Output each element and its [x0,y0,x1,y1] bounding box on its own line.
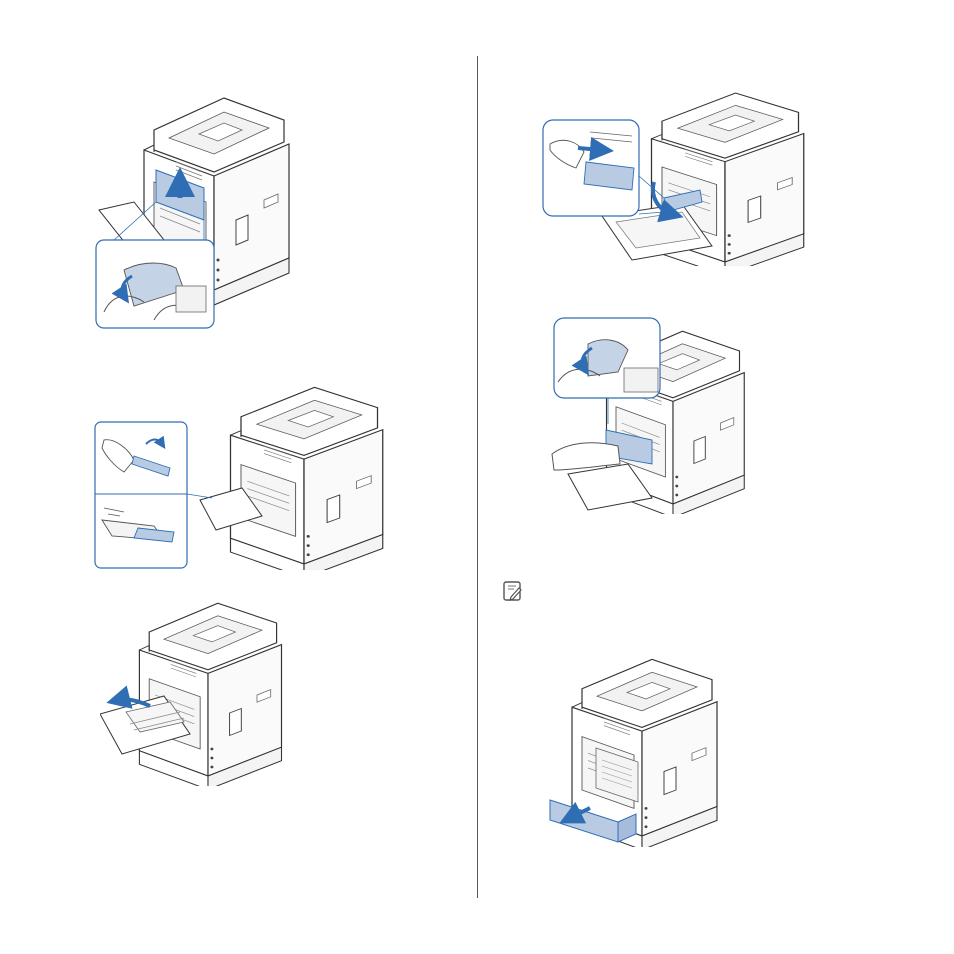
figure-rear-jam-lift [94,90,299,330]
figure-rear-lever [94,380,384,570]
note-pencil-icon [502,580,524,602]
figure-duplex-unit-remove [540,652,720,847]
figure-pull-paper [548,314,748,514]
printer-rear-jam-lift-illustration [94,90,299,330]
printer-rear-duplex-open-illustration [100,596,290,786]
figure-rear-duplex-open [100,596,290,786]
printer-fuser-cover-illustration [542,86,812,266]
column-divider [477,56,478,898]
printer-pull-paper-illustration [548,314,748,514]
printer-duplex-unit-remove-illustration [540,652,720,847]
printer-rear-lever-illustration [94,380,384,570]
figure-fuser-cover [542,86,812,266]
